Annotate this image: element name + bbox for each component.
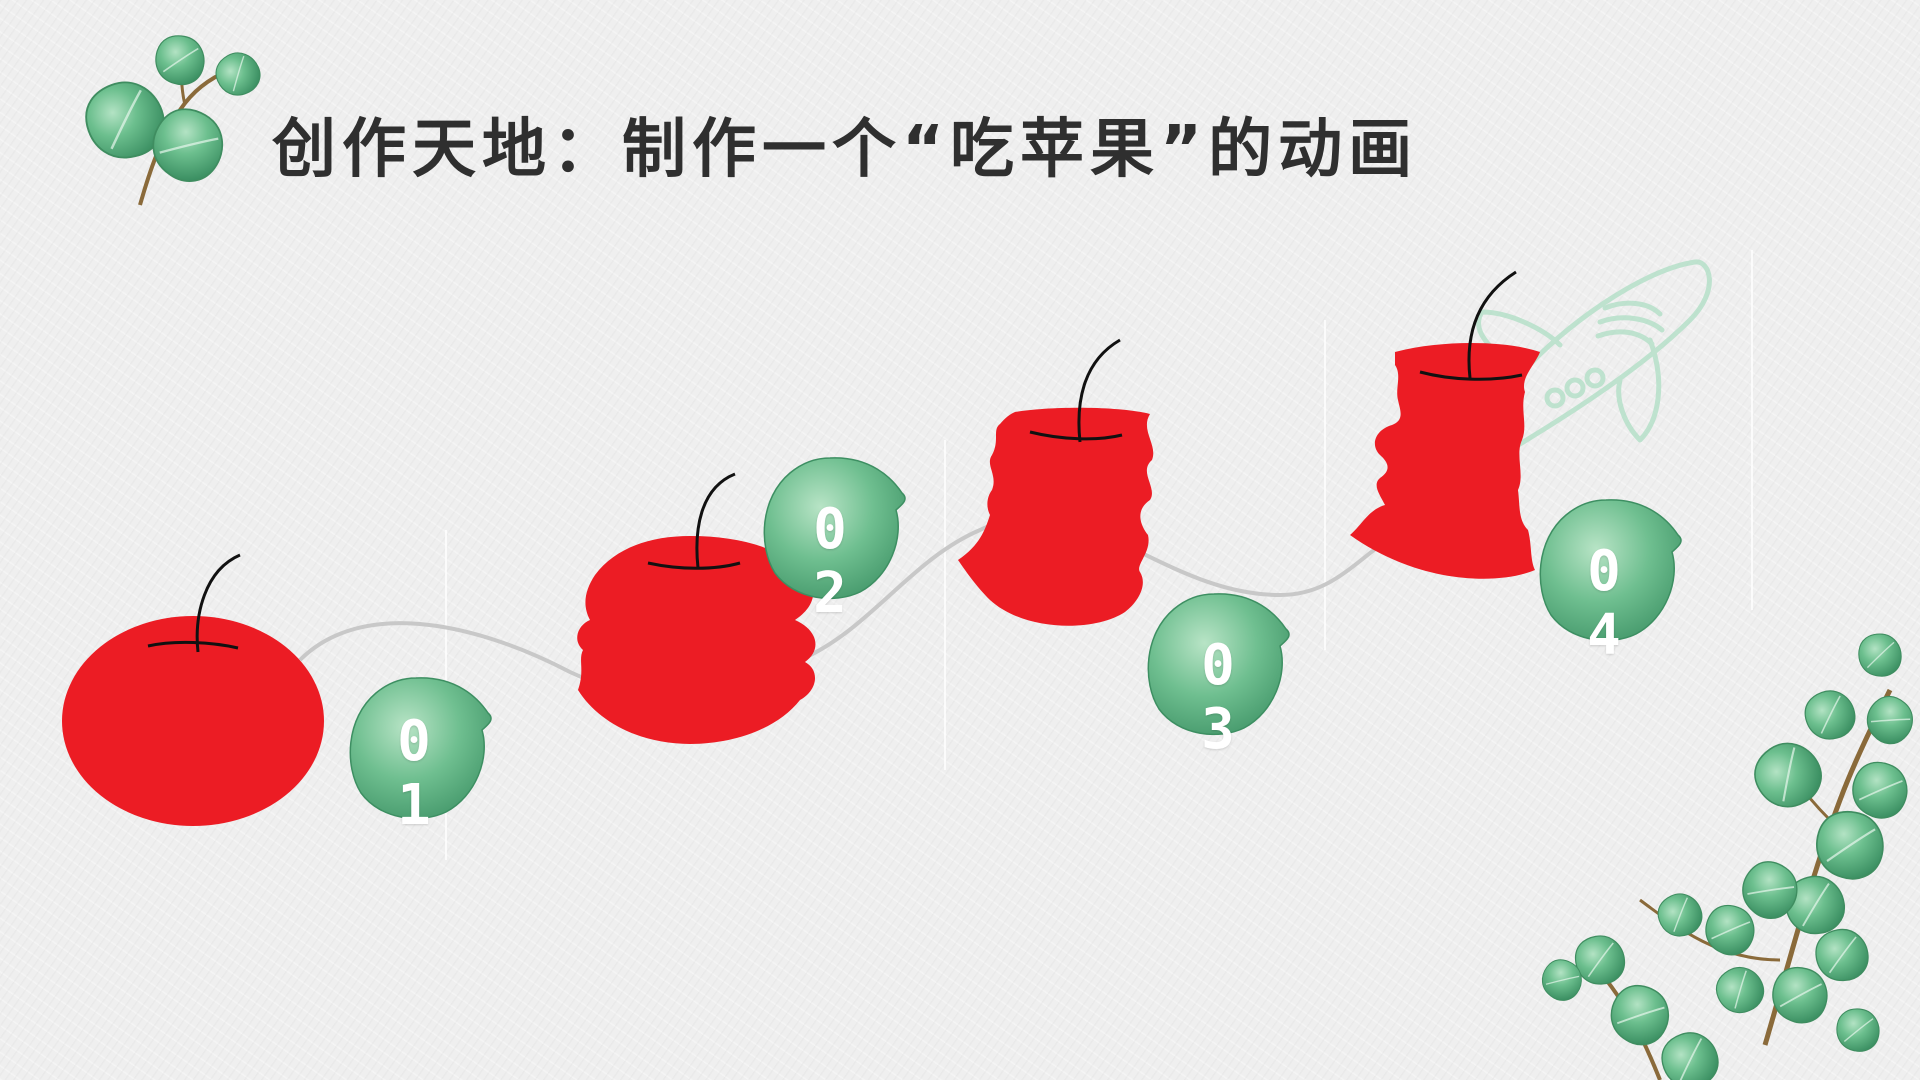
apple-step-1 [62, 553, 324, 826]
apple-step-3 [958, 338, 1154, 626]
connector-line [298, 515, 1421, 695]
eucalyptus-branch-bottom-right [1534, 633, 1920, 1080]
step-number-2: 02 [813, 497, 847, 626]
step-number-3: 03 [1201, 633, 1235, 762]
badge-leaf-2 [763, 457, 906, 600]
apple-step-4 [1350, 270, 1540, 579]
step-number-4: 04 [1587, 539, 1621, 668]
badge-leaf-3 [1147, 593, 1290, 736]
eucalyptus-branch-top-left [75, 31, 268, 206]
step-number-1: 01 [397, 709, 431, 838]
apple-step-2 [577, 472, 816, 744]
badge-leaf-4 [1539, 499, 1682, 642]
slide-title: 创作天地：制作一个“吃苹果”的动画 [272, 113, 1419, 187]
badge-leaf-1 [349, 677, 492, 820]
